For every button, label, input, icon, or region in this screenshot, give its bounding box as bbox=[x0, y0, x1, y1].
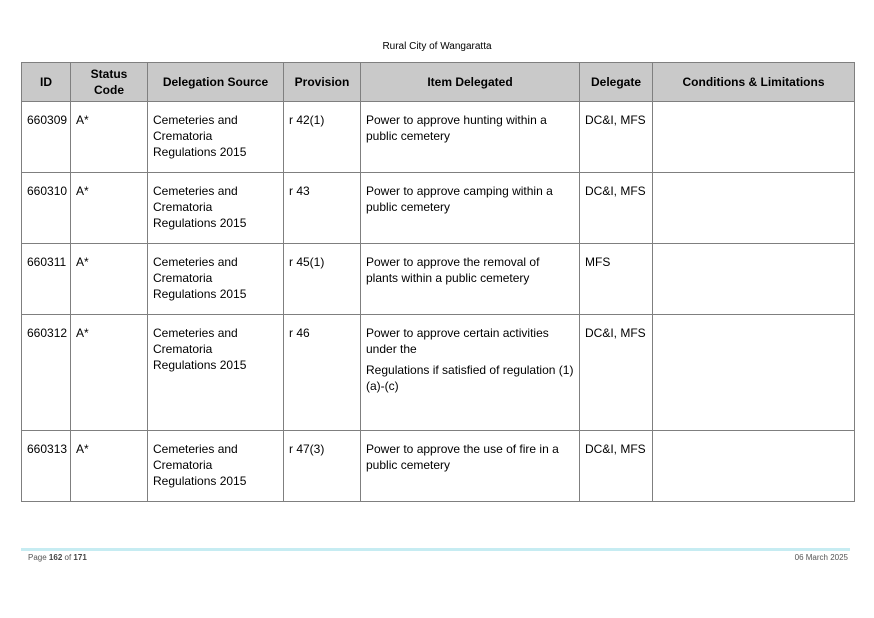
cell-provision: r 46 bbox=[283, 314, 361, 431]
column-header-provision: Provision bbox=[283, 62, 361, 102]
table-row: 660311 A* Cemeteries and Crematoria Regu… bbox=[21, 243, 855, 315]
cell-conditions bbox=[652, 314, 855, 431]
cell-status-code: A* bbox=[70, 314, 148, 431]
cell-item-delegated: Power to approve hunting within a public… bbox=[360, 101, 580, 173]
cell-status-code: A* bbox=[70, 101, 148, 173]
cell-delegation-source: Cemeteries and Crematoria Regulations 20… bbox=[147, 101, 284, 173]
cell-item-delegated: Power to approve camping within a public… bbox=[360, 172, 580, 244]
cell-delegation-source: Cemeteries and Crematoria Regulations 20… bbox=[147, 243, 284, 315]
item-text: Power to approve camping within a public… bbox=[366, 184, 553, 214]
item-text: Power to approve certain activities unde… bbox=[366, 326, 549, 356]
item-text: Power to approve the removal of plants w… bbox=[366, 255, 540, 285]
item-text: Regulations if satisfied of regulation (… bbox=[366, 363, 574, 393]
page-number: Page 162 of 171 bbox=[28, 553, 87, 562]
column-header-delegate: Delegate bbox=[579, 62, 653, 102]
item-text: Power to approve hunting within a public… bbox=[366, 113, 547, 143]
table-row: 660309 A* Cemeteries and Crematoria Regu… bbox=[21, 101, 855, 173]
cell-delegate: DC&I, MFS bbox=[579, 430, 653, 502]
delegation-table: ID Status Code Delegation Source Provisi… bbox=[21, 62, 855, 502]
column-header-id: ID bbox=[21, 62, 71, 102]
column-header-item-delegated: Item Delegated bbox=[360, 62, 580, 102]
column-header-status-code: Status Code bbox=[70, 62, 148, 102]
cell-provision: r 42(1) bbox=[283, 101, 361, 173]
table-row: 660312 A* Cemeteries and Crematoria Regu… bbox=[21, 314, 855, 431]
footer-divider bbox=[21, 548, 850, 551]
table-header-row: ID Status Code Delegation Source Provisi… bbox=[21, 62, 855, 102]
cell-conditions bbox=[652, 430, 855, 502]
cell-id: 660311 bbox=[21, 243, 71, 315]
footer-date: 06 March 2025 bbox=[794, 553, 848, 562]
cell-status-code: A* bbox=[70, 430, 148, 502]
page-of: of bbox=[64, 553, 72, 562]
cell-item-delegated: Power to approve certain activities unde… bbox=[360, 314, 580, 431]
cell-conditions bbox=[652, 172, 855, 244]
cell-delegation-source: Cemeteries and Crematoria Regulations 20… bbox=[147, 172, 284, 244]
item-text: Power to approve the use of fire in a pu… bbox=[366, 442, 559, 472]
cell-delegation-source: Cemeteries and Crematoria Regulations 20… bbox=[147, 314, 284, 431]
cell-delegate: DC&I, MFS bbox=[579, 172, 653, 244]
page-current: 162 bbox=[48, 553, 63, 562]
cell-item-delegated: Power to approve the use of fire in a pu… bbox=[360, 430, 580, 502]
cell-delegate: DC&I, MFS bbox=[579, 101, 653, 173]
cell-conditions bbox=[652, 101, 855, 173]
cell-delegation-source: Cemeteries and Crematoria Regulations 20… bbox=[147, 430, 284, 502]
cell-id: 660310 bbox=[21, 172, 71, 244]
column-header-conditions: Conditions & Limitations bbox=[652, 62, 855, 102]
cell-provision: r 43 bbox=[283, 172, 361, 244]
page-prefix: Page bbox=[28, 553, 47, 562]
table-row: 660313 A* Cemeteries and Crematoria Regu… bbox=[21, 430, 855, 502]
cell-status-code: A* bbox=[70, 243, 148, 315]
cell-id: 660312 bbox=[21, 314, 71, 431]
cell-conditions bbox=[652, 243, 855, 315]
cell-id: 660309 bbox=[21, 101, 71, 173]
cell-status-code: A* bbox=[70, 172, 148, 244]
cell-provision: r 45(1) bbox=[283, 243, 361, 315]
page-total: 171 bbox=[73, 553, 87, 562]
cell-id: 660313 bbox=[21, 430, 71, 502]
cell-delegate: DC&I, MFS bbox=[579, 314, 653, 431]
table-row: 660310 A* Cemeteries and Crematoria Regu… bbox=[21, 172, 855, 244]
cell-provision: r 47(3) bbox=[283, 430, 361, 502]
page-header: Rural City of Wangaratta bbox=[382, 41, 492, 52]
column-header-delegation-source: Delegation Source bbox=[147, 62, 284, 102]
cell-item-delegated: Power to approve the removal of plants w… bbox=[360, 243, 580, 315]
cell-delegate: MFS bbox=[579, 243, 653, 315]
